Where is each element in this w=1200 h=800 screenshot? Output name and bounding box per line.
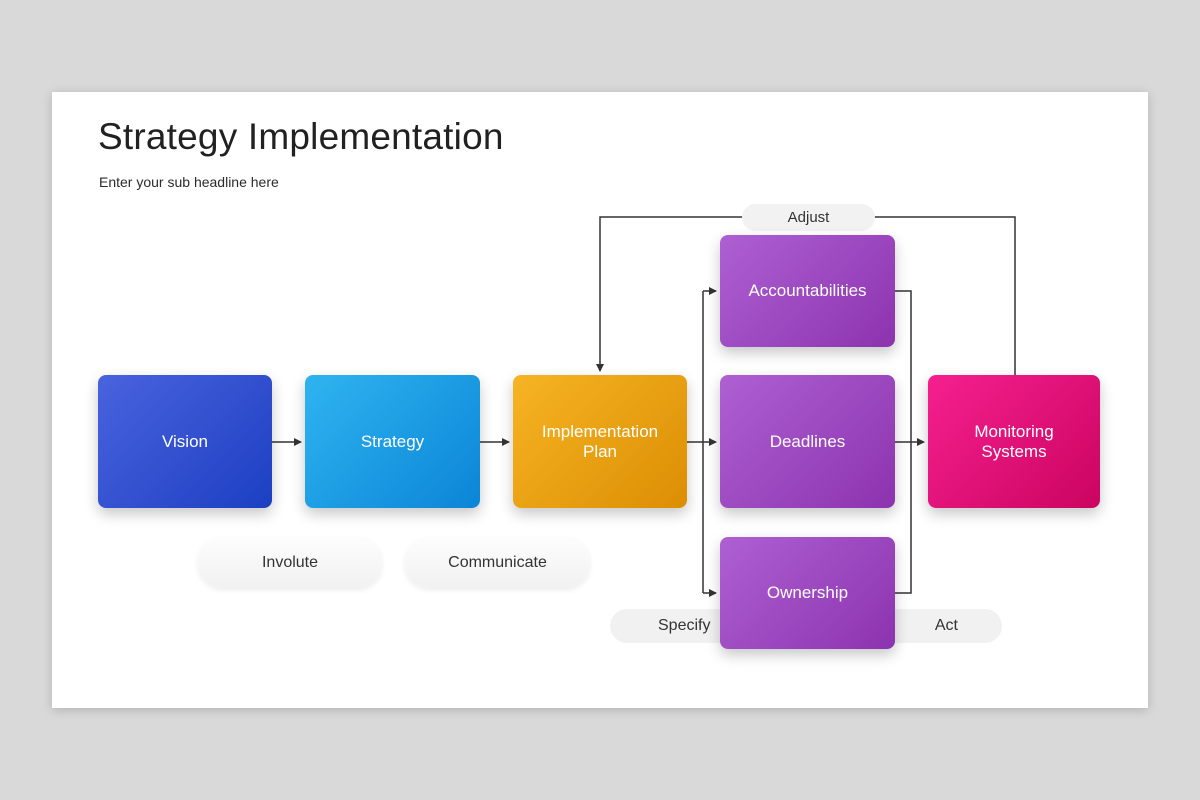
node-strategy: Strategy: [305, 375, 480, 508]
node-accountabilities-label: Accountabilities: [748, 281, 867, 300]
tag-communicate-label: Communicate: [448, 554, 547, 571]
slide-canvas: Strategy Implementation Enter your sub h…: [52, 92, 1148, 708]
tag-communicate: Communicate: [405, 538, 590, 588]
node-implementation-plan-label: Implementation Plan: [541, 421, 659, 461]
tag-act-label: Act: [934, 617, 958, 634]
node-vision-label: Vision: [162, 431, 208, 451]
node-implementation-plan: Implementation Plan: [513, 375, 687, 508]
node-ownership: Ownership: [720, 537, 895, 649]
node-monitoring-systems: Monitoring Systems: [928, 375, 1100, 508]
node-ownership-label: Ownership: [766, 583, 849, 602]
tag-involute-label: Involute: [261, 554, 319, 571]
node-deadlines: Deadlines: [720, 375, 895, 508]
node-monitoring-systems-label: Monitoring Systems: [974, 421, 1054, 461]
node-accountabilities: Accountabilities: [720, 235, 895, 347]
tag-specify-label: Specify: [658, 617, 711, 634]
node-strategy-label: Strategy: [360, 431, 425, 451]
node-vision: Vision: [98, 375, 272, 508]
tag-adjust: Adjust: [742, 204, 875, 231]
tag-involute: Involute: [198, 538, 382, 588]
page-title: Strategy Implementation: [98, 116, 504, 157]
node-deadlines-label: Deadlines: [769, 431, 846, 451]
tag-adjust-label: Adjust: [787, 209, 830, 226]
page-subtitle: Enter your sub headline here: [99, 174, 279, 190]
